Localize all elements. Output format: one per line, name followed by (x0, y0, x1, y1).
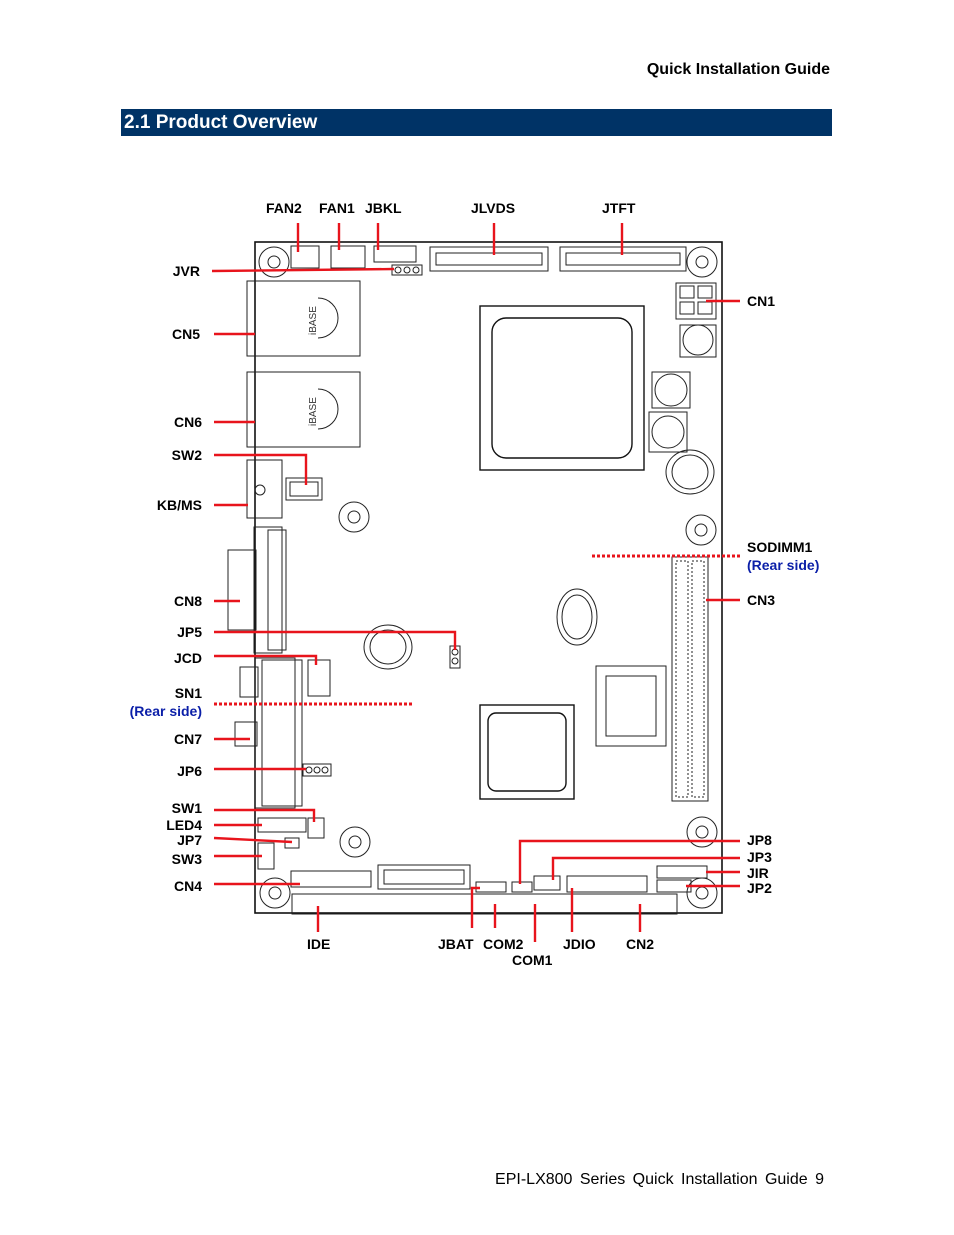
jp3-jumper (533, 875, 561, 891)
label-jp2: JP2 (747, 880, 772, 896)
cn5-brand-mark: iBASE (308, 306, 319, 335)
bottom-pin-header (291, 893, 678, 915)
label-jp6: JP6 (177, 763, 202, 779)
label-jir: JIR (747, 865, 769, 881)
sw1-switch (307, 817, 325, 839)
label-jvr: JVR (173, 263, 200, 279)
cn6-lan-port: iBASE (246, 371, 361, 448)
jdio-header (566, 875, 648, 893)
capacitors (363, 324, 717, 670)
label-cn4: CN4 (174, 878, 202, 894)
header-guide-title: Quick Installation Guide (646, 61, 830, 78)
mounting-hole (685, 514, 717, 546)
jp7-jumper (284, 837, 300, 849)
label-sw3: SW3 (172, 851, 203, 867)
jcd-connector (307, 659, 331, 697)
cn6-brand-mark: iBASE (308, 397, 319, 426)
cn7-serial-stack (234, 657, 303, 809)
label-cn5: CN5 (172, 326, 200, 342)
jlvds-header (429, 246, 549, 272)
cn5-lan-port: iBASE (246, 280, 361, 357)
sw2-switch (285, 477, 323, 501)
jvr-jumper (391, 264, 423, 276)
mounting-holes (258, 246, 718, 909)
kbms-connector (246, 459, 283, 519)
label-cn2: CN2 (626, 936, 654, 952)
jp8-jumper (511, 881, 533, 893)
component-labels: FAN2 FAN1 JBKL JLVDS JTFT JVR CN5 CN6 SW… (130, 200, 820, 968)
label-jbkl: JBKL (365, 200, 402, 216)
label-sn1-rear-side: (Rear side) (130, 703, 202, 719)
label-cn6: CN6 (174, 414, 202, 430)
mounting-hole (338, 501, 370, 533)
label-fan2: FAN2 (266, 200, 302, 216)
label-jp5: JP5 (177, 624, 202, 640)
label-kbms: KB/MS (157, 497, 202, 513)
label-cn8: CN8 (174, 593, 202, 609)
label-sodimm1: SODIMM1 (747, 539, 813, 555)
section-title: 2.1 Product Overview (124, 112, 318, 133)
label-led4: LED4 (166, 817, 202, 833)
plcc-socket (595, 665, 667, 747)
cn4-connector (290, 870, 372, 888)
mounting-hole (339, 826, 371, 858)
chipset-chip (479, 704, 575, 800)
mounting-hole (258, 246, 290, 278)
mounting-hole (686, 816, 718, 848)
fan1-connector (330, 245, 366, 269)
label-jtft: JTFT (602, 200, 636, 216)
label-cn3: CN3 (747, 592, 775, 608)
label-jdio: JDIO (563, 936, 596, 952)
label-fan1: FAN1 (319, 200, 355, 216)
label-cn1: CN1 (747, 293, 775, 309)
leader-lines (211, 223, 740, 942)
label-jp8: JP8 (747, 832, 772, 848)
label-com1: COM1 (512, 952, 553, 968)
label-jcd: JCD (174, 650, 202, 666)
label-jp7: JP7 (177, 832, 202, 848)
jbkl-connector (373, 245, 417, 263)
mounting-hole (259, 877, 291, 909)
label-jbat: JBAT (438, 936, 474, 952)
section-heading-bar: 2.1 Product Overview (121, 109, 832, 136)
page-footer: EPI-LX800 Series Quick Installation Guid… (495, 1171, 824, 1188)
label-jlvds: JLVDS (471, 200, 515, 216)
label-sodimm1-rear-side: (Rear side) (747, 557, 819, 573)
label-cn7: CN7 (174, 731, 202, 747)
label-ide: IDE (307, 936, 330, 952)
label-sw2: SW2 (172, 447, 203, 463)
label-sw1: SW1 (172, 800, 203, 816)
label-jp3: JP3 (747, 849, 772, 865)
label-com2: COM2 (483, 936, 524, 952)
cn8-vga-connector (227, 526, 287, 654)
cpu-chip (479, 305, 645, 471)
ide-connector-area (377, 864, 471, 890)
mounting-hole (686, 246, 718, 278)
label-sn1: SN1 (175, 685, 202, 701)
fan2-connector (290, 245, 320, 269)
